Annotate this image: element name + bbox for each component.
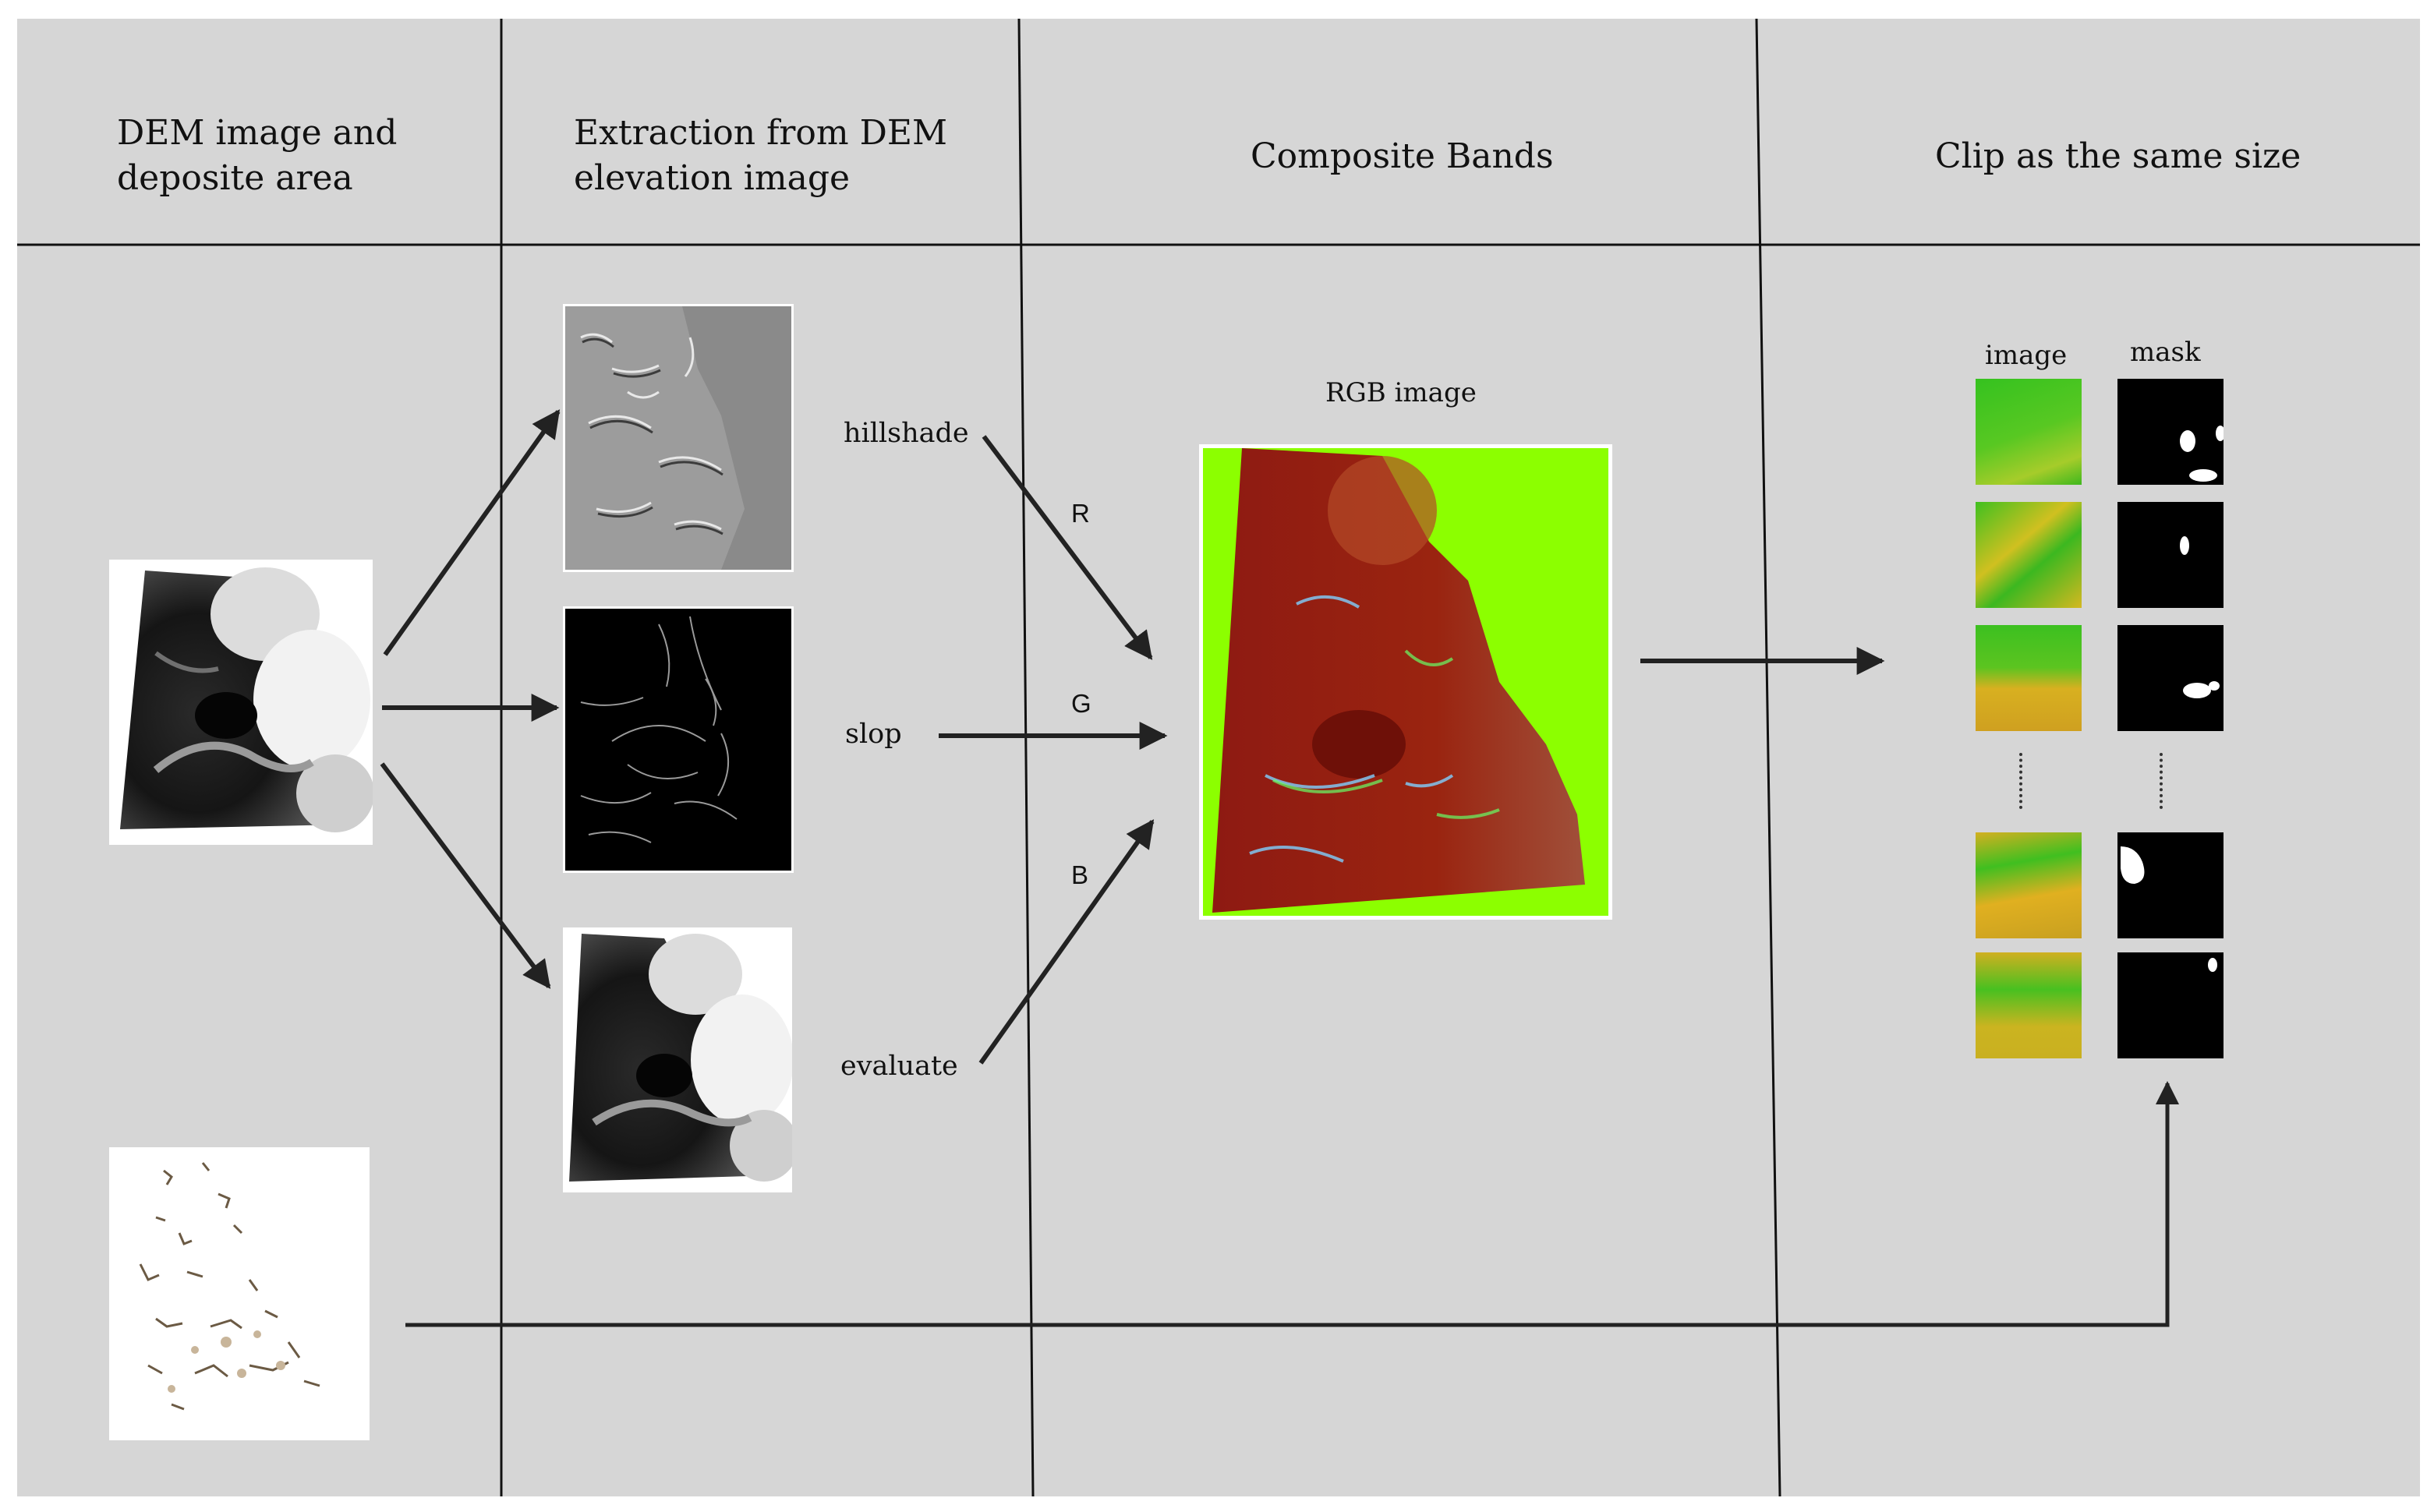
mask-tile: [2117, 832, 2224, 938]
image-tile: [1976, 832, 2082, 938]
arrow-deposit-mask: [405, 1081, 2179, 1327]
band-G: G: [1071, 689, 1091, 718]
arrow-hillshade-R: [982, 435, 1153, 660]
hillshade-graphic: [565, 306, 791, 570]
label-image: image: [1985, 340, 2068, 371]
arrow-dem-elevation: [380, 762, 551, 989]
mask-tile: [2117, 502, 2224, 608]
hillshade-image: [563, 304, 794, 572]
image-tile: [1976, 502, 2082, 608]
mask-tile: [2117, 952, 2224, 1058]
header-col1-line1: DEM image and: [117, 113, 398, 153]
elevation-image: [563, 927, 798, 1192]
dem-image: [109, 560, 374, 845]
label-slope: slop: [845, 719, 902, 750]
label-elevation: evaluate: [840, 1051, 958, 1082]
mask-tile: [2117, 379, 2224, 485]
header-col2-line1: Extraction from DEM: [574, 113, 948, 153]
band-B: B: [1071, 860, 1089, 889]
rgb-image: [1199, 444, 1612, 920]
image-tile: [1976, 952, 2082, 1058]
divider-2: [1017, 18, 1035, 1497]
mask-tile: [2117, 625, 2224, 731]
deposit-area-graphic: [139, 1162, 320, 1411]
header-col2-line2: elevation image: [574, 158, 851, 198]
arrow-elevation-B: [978, 819, 1155, 1065]
header-col2: Extraction from DEM elevation image: [574, 111, 947, 201]
header-col4: Clip as the same size: [1935, 136, 2301, 176]
mask-ellipsis: [2160, 753, 2163, 809]
header-col1-line2: deposite area: [117, 158, 353, 198]
deposit-area-image: [109, 1147, 370, 1440]
slope-graphic: [565, 609, 791, 871]
header-col1: DEM image and deposite area: [117, 111, 397, 201]
dem-image-graphic: [120, 567, 374, 832]
slope-image: [563, 606, 794, 873]
header-col3: Composite Bands: [1251, 136, 1554, 176]
band-R: R: [1071, 499, 1090, 528]
image-tile: [1976, 379, 2082, 485]
arrow-dem-hillshade: [383, 409, 561, 656]
divider-3: [1755, 18, 1781, 1497]
tile-ellipsis: [2019, 753, 2022, 809]
image-tile: [1976, 625, 2082, 731]
label-mask: mask: [2130, 337, 2201, 368]
rgb-title: RGB image: [1325, 377, 1477, 408]
elevation-graphic: [569, 934, 798, 1182]
rgb-graphic: [1203, 448, 1608, 916]
label-hillshade: hillshade: [844, 418, 969, 449]
